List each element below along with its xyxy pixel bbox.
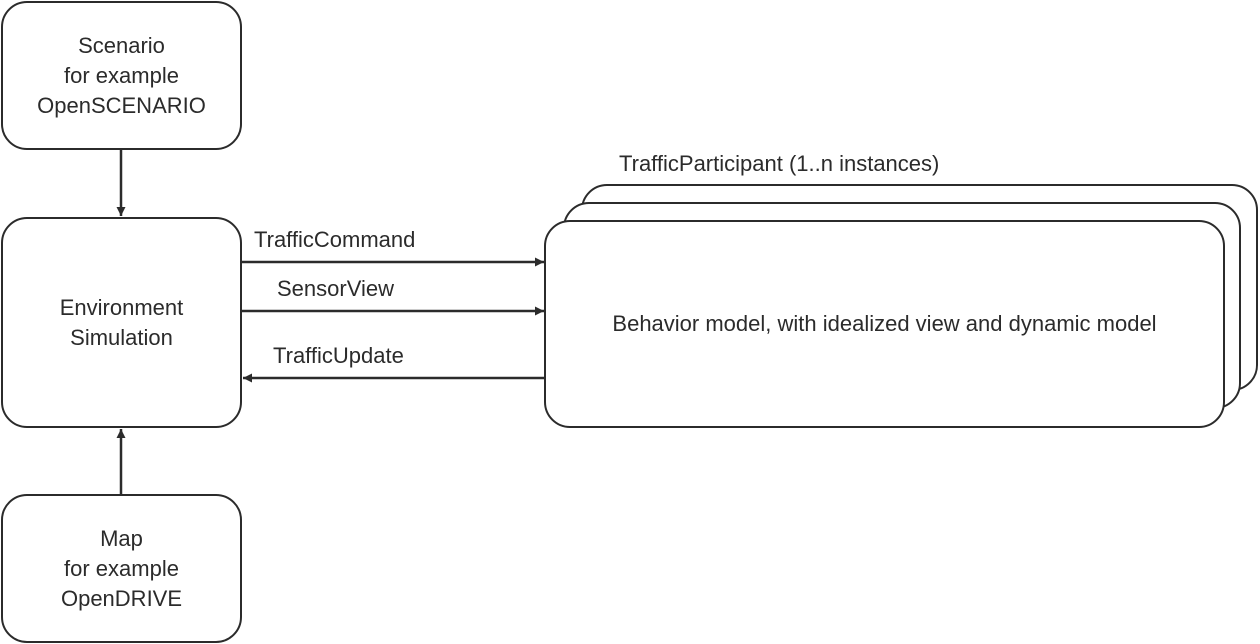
traffic-update-label: TrafficUpdate [273, 343, 404, 368]
scenario-line-1: Scenario [78, 32, 165, 58]
map-line-1: Map [100, 525, 143, 551]
scenario-line-3: OpenSCENARIO [37, 92, 206, 118]
environment-line-1: Environment [59, 294, 184, 320]
traffic-command-label: TrafficCommand [254, 227, 416, 252]
environment-line-2: Simulation [70, 324, 173, 350]
scenario-node: Scenario for example OpenSCENARIO [1, 1, 242, 150]
scenario-line-2: for example [64, 62, 179, 88]
map-line-3: OpenDRIVE [60, 585, 183, 611]
behavior-model-text: Behavior model, with idealized view and … [612, 311, 1157, 336]
traffic-participant-label: TrafficParticipant (1..n instances) [619, 151, 940, 176]
environment-simulation-node: Environment Simulation [1, 217, 242, 428]
map-node: Map for example OpenDRIVE [1, 494, 242, 643]
sensor-view-label: SensorView [277, 276, 394, 301]
behavior-model-node: Behavior model, with idealized view and … [544, 220, 1225, 428]
map-line-2: for example [64, 555, 179, 581]
